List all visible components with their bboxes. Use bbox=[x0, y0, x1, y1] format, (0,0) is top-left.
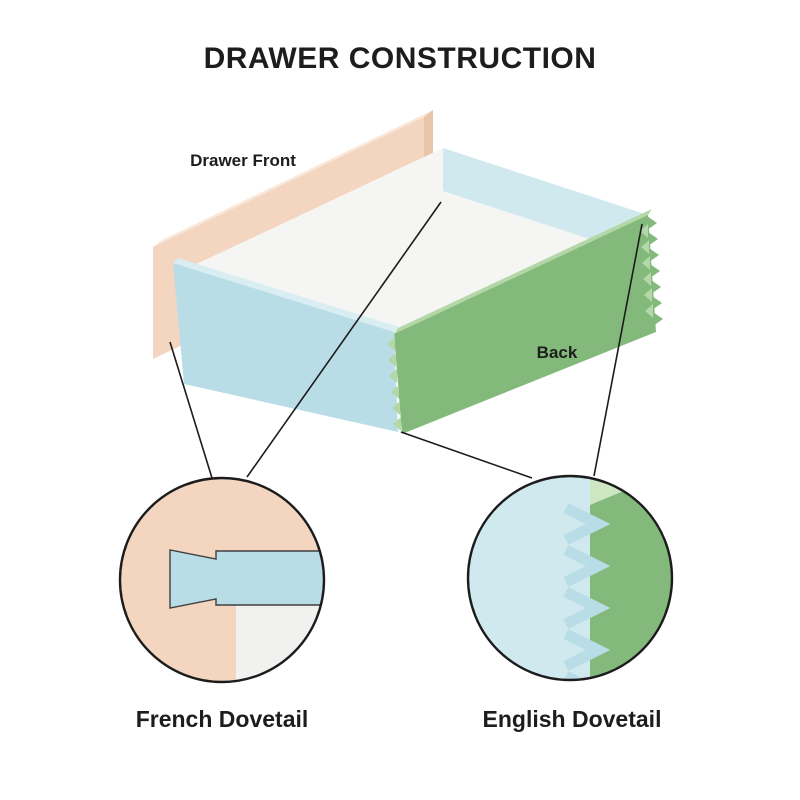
label-back: Back bbox=[537, 343, 578, 362]
dovetail-tooth bbox=[644, 288, 652, 302]
french-detail-side-board bbox=[169, 549, 323, 609]
dovetail-chevron bbox=[563, 629, 611, 671]
side-panel-top-edge bbox=[173, 258, 399, 332]
dovetail-tooth bbox=[640, 224, 648, 238]
drawer-illustration bbox=[153, 110, 663, 434]
diagram-title: DRAWER CONSTRUCTION bbox=[204, 42, 597, 75]
side-panel-face bbox=[173, 263, 398, 432]
leader-line-french-left bbox=[169, 341, 213, 479]
dovetail-tooth bbox=[641, 240, 649, 254]
french-dovetail-detail bbox=[118, 476, 326, 684]
dovetail-chevron bbox=[563, 587, 611, 629]
right-side-inner-face bbox=[443, 148, 648, 258]
label-drawer-front: Drawer Front bbox=[190, 151, 296, 170]
leader-line-english-right bbox=[593, 223, 643, 477]
french-detail-outline bbox=[118, 476, 326, 684]
dovetail-tooth bbox=[389, 369, 397, 383]
dovetail-tooth bbox=[388, 353, 396, 367]
dovetail-tooth bbox=[652, 296, 662, 310]
back-panel-face bbox=[394, 215, 656, 434]
dovetail-tooth bbox=[648, 232, 658, 246]
dovetail-tooth bbox=[387, 337, 395, 351]
dovetail-tooth bbox=[649, 248, 659, 262]
label-french-dovetail: French Dovetail bbox=[136, 706, 309, 732]
dovetail-tooth bbox=[391, 385, 399, 399]
dovetail-tooth bbox=[393, 417, 401, 431]
label-english-dovetail: English Dovetail bbox=[483, 706, 662, 732]
dovetail-chevron bbox=[563, 503, 611, 545]
dovetail-tooth bbox=[392, 401, 400, 415]
leader-line-english-left bbox=[400, 431, 533, 479]
leader-line-french-right bbox=[246, 201, 442, 478]
dovetail-tooth bbox=[651, 280, 661, 294]
english-detail-back-face bbox=[590, 477, 671, 679]
labels: DRAWER CONSTRUCTION Drawer Front Back Fr… bbox=[136, 42, 662, 732]
back-panel-top-edge bbox=[394, 209, 652, 334]
dovetail-tooth bbox=[647, 216, 657, 230]
front-panel-top bbox=[153, 110, 433, 247]
dovetail-tooth bbox=[643, 272, 651, 286]
dovetail-tooth bbox=[642, 256, 650, 270]
dovetail-tooth bbox=[650, 264, 660, 278]
dovetail-chevron bbox=[563, 545, 611, 587]
leader-lines bbox=[169, 201, 643, 479]
english-detail-outline bbox=[466, 474, 674, 682]
dovetail-tooth bbox=[653, 312, 663, 326]
dovetail-tooth bbox=[645, 304, 653, 318]
